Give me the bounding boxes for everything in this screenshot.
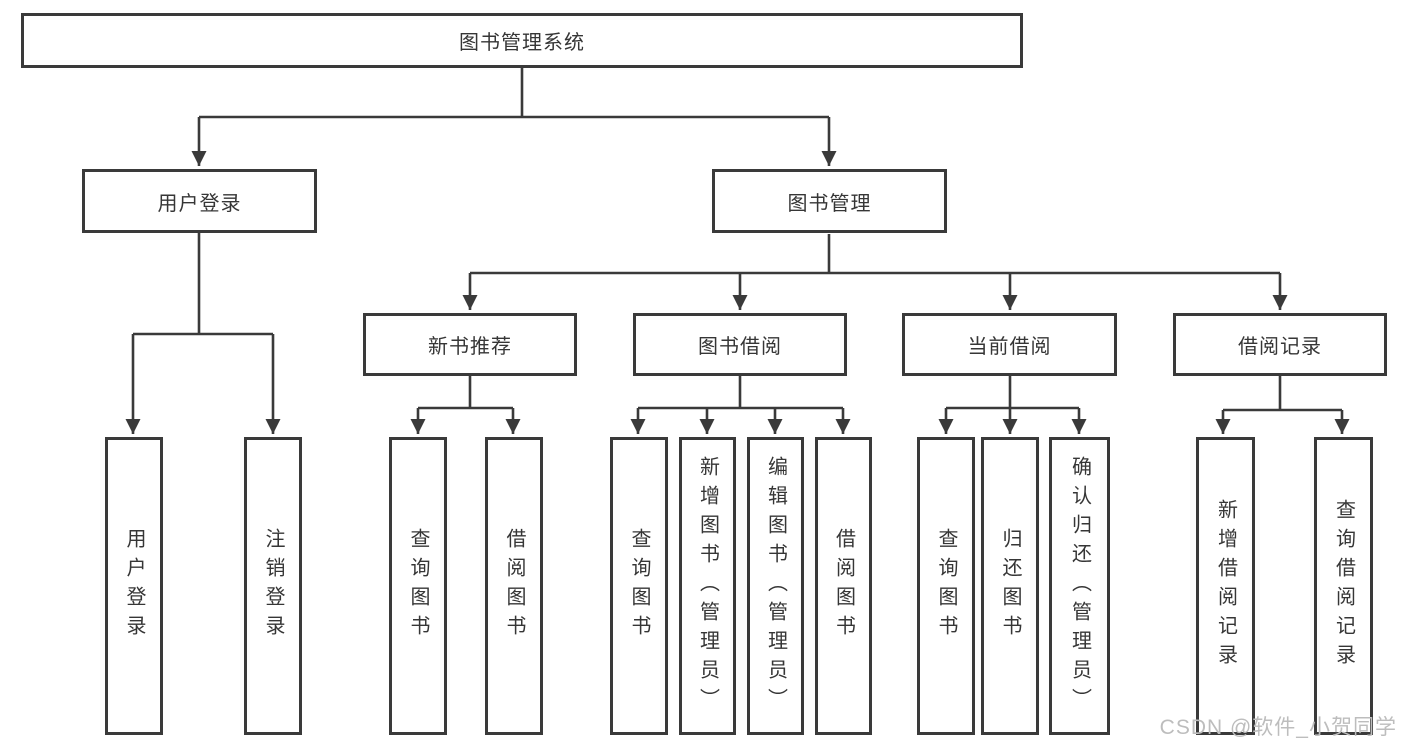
node-label: 用户登录 — [157, 192, 242, 215]
leaf-nb-query-books: 查询图书 — [389, 437, 447, 735]
csdn-watermark: CSDN @软件_小贺同学 — [1159, 716, 1397, 739]
leaf-label: 归还图书 — [999, 528, 1021, 644]
leaf-label: 查询图书 — [628, 528, 650, 644]
leaf-label: 新增图书（管理员） — [696, 455, 719, 717]
node-new-book-recommend: 新书推荐 — [363, 313, 577, 376]
leaf-bw-edit-books-admin: 编辑图书（管理员） — [747, 437, 804, 735]
leaf-label: 查询图书 — [407, 528, 429, 644]
leaf-label: 借阅图书 — [503, 528, 525, 644]
leaf-logout: 注销登录 — [244, 437, 302, 735]
leaf-bw-query-books: 查询图书 — [610, 437, 668, 735]
node-book-management: 图书管理 — [712, 169, 947, 233]
node-label: 借阅记录 — [1238, 336, 1322, 358]
node-current-borrowing: 当前借阅 — [902, 313, 1117, 376]
node-label: 新书推荐 — [428, 336, 512, 358]
leaf-bw-borrow-books: 借阅图书 — [815, 437, 872, 735]
leaf-user-login: 用户登录 — [105, 437, 163, 735]
node-label: 图书借阅 — [698, 336, 782, 358]
leaf-cu-return-books: 归还图书 — [981, 437, 1039, 735]
leaf-label: 新增借阅记录 — [1214, 499, 1237, 673]
leaf-bw-add-books-admin: 新增图书（管理员） — [679, 437, 736, 735]
node-label: 图书管理系统 — [459, 32, 585, 54]
leaf-label: 查询借阅记录 — [1332, 499, 1355, 673]
leaf-cu-confirm-return-admin: 确认归还（管理员） — [1049, 437, 1110, 735]
node-label: 图书管理 — [787, 192, 872, 215]
leaf-label: 确认归还（管理员） — [1068, 455, 1091, 717]
leaf-cu-query-books: 查询图书 — [917, 437, 975, 735]
node-label: 当前借阅 — [967, 336, 1052, 358]
leaf-label: 编辑图书（管理员） — [764, 455, 787, 717]
leaf-rc-add-record: 新增借阅记录 — [1196, 437, 1255, 735]
leaf-label: 查询图书 — [935, 528, 957, 644]
node-library-system: 图书管理系统 — [21, 13, 1023, 68]
leaf-rc-query-record: 查询借阅记录 — [1314, 437, 1373, 735]
leaf-label: 注销登录 — [262, 528, 284, 644]
node-user-login: 用户登录 — [82, 169, 317, 233]
node-borrow-records: 借阅记录 — [1173, 313, 1387, 376]
leaf-label: 借阅图书 — [832, 528, 855, 644]
leaf-label: 用户登录 — [123, 528, 145, 644]
node-book-borrowing: 图书借阅 — [633, 313, 847, 376]
leaf-nb-borrow-books: 借阅图书 — [485, 437, 543, 735]
